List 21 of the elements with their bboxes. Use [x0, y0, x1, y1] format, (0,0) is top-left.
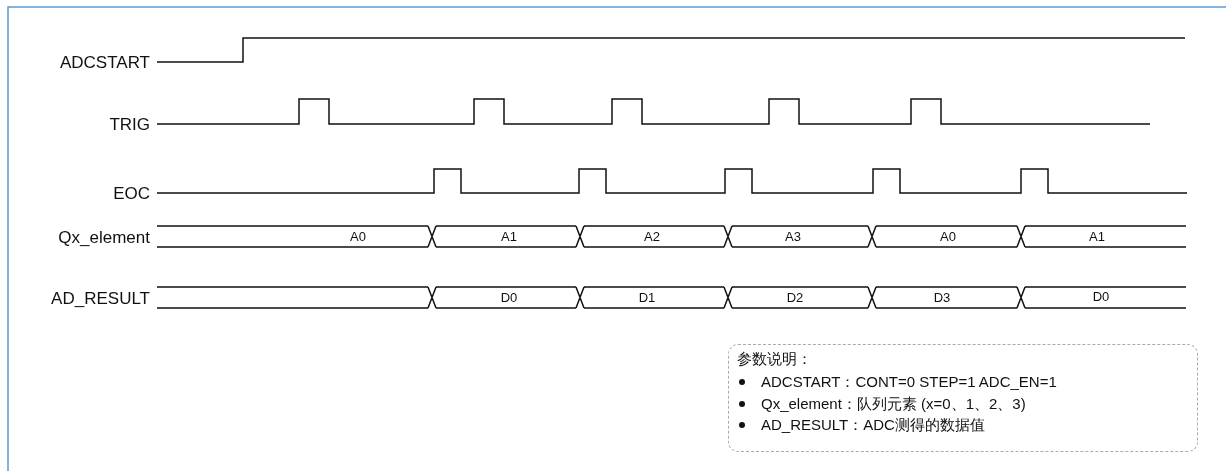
- bus-value: A1: [1089, 230, 1105, 243]
- bus-value: A0: [350, 230, 366, 243]
- list-item: AD_RESULT：ADC测得的数据值: [737, 414, 1189, 436]
- signal-name: AD_RESULT: [51, 290, 150, 307]
- bus-value: D0: [1092, 290, 1110, 303]
- list-item: Qx_element：队列元素 (x=0、1、2、3): [737, 392, 1189, 414]
- bus-value: A1: [501, 230, 517, 243]
- signal-name: TRIG: [109, 116, 150, 133]
- list-item: ADCSTART：CONT=0 STEP=1 ADC_EN=1: [737, 371, 1189, 393]
- note-box: [728, 344, 1198, 452]
- bus-value: D3: [933, 291, 951, 304]
- bus-value: D1: [638, 291, 656, 304]
- bus-value: A0: [940, 230, 956, 243]
- signal-name: EOC: [113, 185, 150, 202]
- bus-value: A3: [785, 230, 801, 243]
- bus-value: D0: [500, 291, 518, 304]
- signal-name: Qx_element: [58, 229, 150, 246]
- bus-value: A2: [644, 230, 660, 243]
- bus-value: D2: [786, 291, 804, 304]
- signal-name: ADCSTART: [59, 54, 150, 71]
- note-heading: 参数说明：: [737, 349, 812, 369]
